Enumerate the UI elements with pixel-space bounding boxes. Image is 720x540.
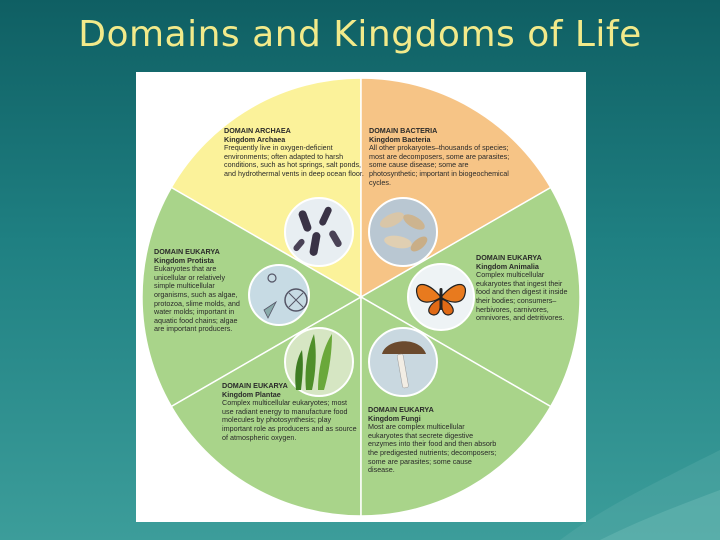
protist-icon [248,264,310,326]
plantae-description: Complex multicellular eukaryotes; most u… [222,398,357,442]
protista-domain: DOMAIN EUKARYA [154,247,220,256]
protista-text: DOMAIN EUKARYA Kingdom Protista Eukaryot… [154,247,244,334]
protista-kingdom: Kingdom Protista [154,255,214,265]
archaea-domain: DOMAIN ARCHAEA [224,126,291,135]
fungi-description: Most are complex multicellular eukaryote… [368,422,497,475]
animalia-domain: DOMAIN EUKARYA [476,253,542,262]
slide-title: Domains and Kingdoms of Life [78,14,642,55]
bacteria-description: All other prokaryotes–thousands of speci… [369,143,510,187]
mushroom-icon [368,327,438,397]
animalia-kingdom: Kingdom Animalia [476,261,539,271]
archaea-description: Frequently live in oxygen-deficient envi… [224,143,364,178]
protista-description: Eukaryotes that are unicellular or relat… [154,264,240,334]
archaea-text: DOMAIN ARCHAEA Kingdom Archaea Frequentl… [224,126,364,179]
butterfly-icon [407,263,475,331]
plant-icon [284,327,354,397]
plantae-kingdom: Kingdom Plantae [222,389,281,399]
bacteria-text: DOMAIN BACTERIA Kingdom Bacteria All oth… [369,126,517,187]
animalia-description: Complex multicellular eukaryotes that in… [476,270,568,323]
bacteria-kingdom: Kingdom Bacteria [369,134,431,144]
archaea-kingdom: Kingdom Archaea [224,134,286,144]
fungi-kingdom: Kingdom Fungi [368,413,421,423]
archaea-cells-icon [284,197,354,267]
animalia-text: DOMAIN EUKARYA Kingdom Animalia Complex … [476,253,576,323]
plantae-text: DOMAIN EUKARYA Kingdom Plantae Complex m… [222,381,360,442]
plantae-domain: DOMAIN EUKARYA [222,381,288,390]
kingdoms-circle [141,77,581,517]
bacteria-domain: DOMAIN BACTERIA [369,126,438,135]
fungi-text: DOMAIN EUKARYA Kingdom Fungi Most are co… [368,405,500,475]
kingdoms-circle-figure: DOMAIN ARCHAEA Kingdom Archaea Frequentl… [136,72,586,522]
fungi-domain: DOMAIN EUKARYA [368,405,434,414]
bacteria-cells-icon [368,197,438,267]
